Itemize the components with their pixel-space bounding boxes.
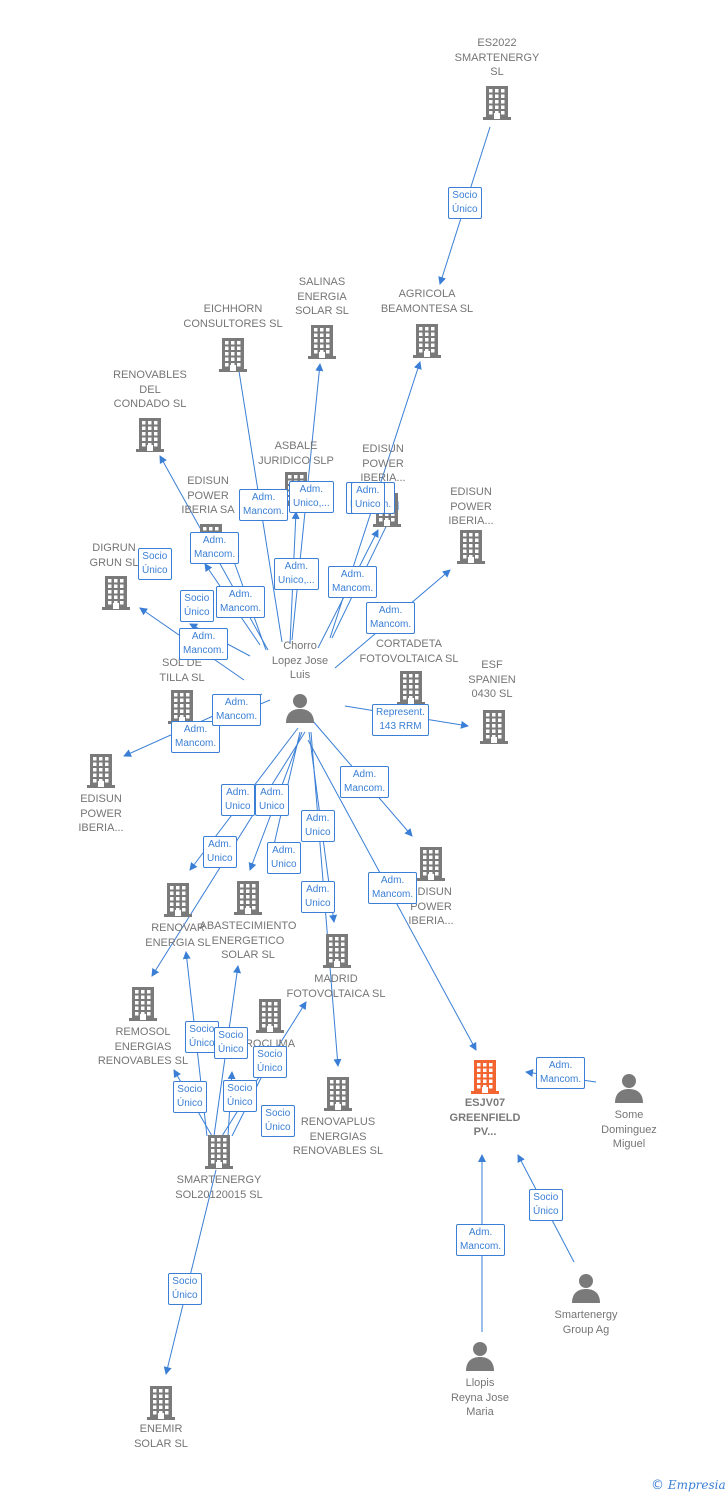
company-building-icon[interactable] bbox=[136, 416, 164, 457]
focus-company-icon[interactable] bbox=[471, 1058, 499, 1099]
company-building-icon[interactable] bbox=[308, 323, 336, 364]
company-building-icon[interactable] bbox=[323, 932, 351, 973]
relation-label[interactable]: Adm.Mancom. bbox=[171, 721, 221, 753]
relation-label[interactable]: Adm.Unico bbox=[351, 482, 385, 514]
relation-label[interactable]: Adm.Mancom. bbox=[456, 1224, 506, 1256]
company-building-icon[interactable] bbox=[324, 1075, 352, 1116]
company-building-icon[interactable] bbox=[234, 879, 262, 920]
company-building-icon[interactable] bbox=[129, 985, 157, 1026]
company-building-icon[interactable] bbox=[457, 528, 485, 569]
person-icon[interactable] bbox=[614, 1073, 644, 1108]
relation-label[interactable]: Adm.Unico bbox=[221, 784, 255, 816]
company-building-icon[interactable] bbox=[164, 881, 192, 922]
company-building-icon[interactable] bbox=[87, 752, 115, 793]
relation-label[interactable]: Adm.Unico bbox=[203, 836, 237, 868]
relation-label[interactable]: Adm.Unico bbox=[267, 842, 301, 874]
relation-label[interactable]: Adm.Mancom. bbox=[328, 566, 378, 598]
company-building-icon[interactable] bbox=[417, 845, 445, 886]
company-building-icon[interactable] bbox=[480, 708, 508, 749]
person-icon[interactable] bbox=[571, 1273, 601, 1308]
empresia-watermark: © Empresia bbox=[651, 1478, 726, 1493]
relation-edge bbox=[163, 1169, 217, 1375]
company-building-icon[interactable] bbox=[483, 84, 511, 125]
relation-label[interactable]: Adm.Mancom. bbox=[179, 628, 229, 660]
relation-label[interactable]: Adm.Mancom. bbox=[368, 872, 418, 904]
relation-label[interactable]: Adm.Unico bbox=[255, 784, 289, 816]
company-building-icon[interactable] bbox=[397, 669, 425, 710]
relation-label[interactable]: Adm.Mancom. bbox=[340, 766, 390, 798]
relation-label[interactable]: Adm.Unico,... bbox=[274, 558, 319, 590]
company-building-icon[interactable] bbox=[102, 574, 130, 615]
relation-label[interactable]: Adm.Mancom. bbox=[212, 694, 262, 726]
relation-label[interactable]: Adm.Unico bbox=[301, 810, 335, 842]
relation-label[interactable]: Adm.Mancom. bbox=[190, 532, 240, 564]
relation-label[interactable]: Adm.Mancom. bbox=[216, 586, 266, 618]
relation-label[interactable]: Adm.Unico bbox=[301, 881, 335, 913]
person-icon[interactable] bbox=[285, 693, 315, 728]
company-building-icon[interactable] bbox=[219, 336, 247, 377]
person-icon[interactable] bbox=[465, 1341, 495, 1376]
relation-label[interactable]: Adm.Unico,... bbox=[289, 481, 334, 513]
company-building-icon[interactable] bbox=[256, 997, 284, 1038]
relation-label[interactable]: Adm.Mancom. bbox=[239, 489, 289, 521]
watermark-brand: Empresia bbox=[667, 1478, 726, 1492]
copyright-icon: © bbox=[651, 1478, 664, 1493]
company-building-icon[interactable] bbox=[413, 322, 441, 363]
company-building-icon[interactable] bbox=[147, 1384, 175, 1425]
relation-label[interactable]: Adm.Mancom. bbox=[366, 602, 416, 634]
relation-label[interactable]: Represent.143 RRM bbox=[372, 704, 429, 736]
relation-label[interactable]: Adm.Mancom. bbox=[536, 1057, 586, 1089]
company-building-icon[interactable] bbox=[205, 1133, 233, 1174]
